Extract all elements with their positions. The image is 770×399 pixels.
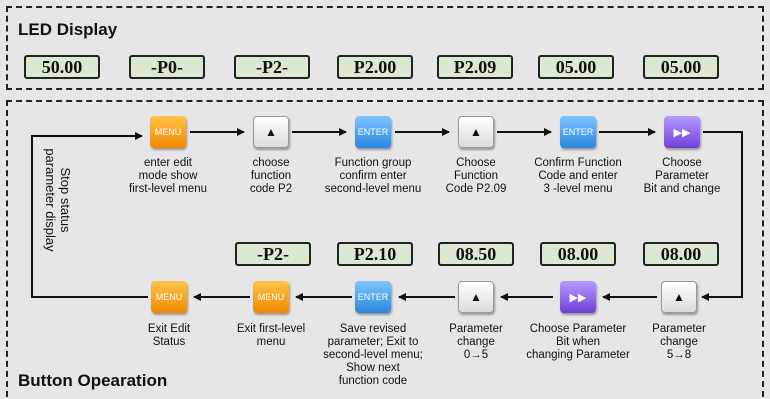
caption-bottom-3: Save revised parameter; Exit to second-l… [323, 323, 423, 387]
caption-bottom-1: Exit Edit Status [147, 323, 191, 348]
led-bottom-4: 08.00 [540, 242, 616, 266]
enter-button-save[interactable]: ENTER [355, 281, 391, 313]
led-value-2: -P0- [129, 55, 205, 79]
caption-top-3: Function group confirm enter second-leve… [324, 157, 422, 195]
arrow-right-loop [701, 131, 743, 301]
return-arrow [31, 132, 148, 298]
led-value-7: 05.00 [643, 55, 719, 79]
up-button-choose-p2[interactable]: ▲ [253, 116, 289, 148]
shift-button-choose-bit-changing[interactable]: ▶▶ [560, 281, 596, 313]
led-value-1: 50.00 [24, 55, 100, 79]
caption-top-4: Choose Function Code P2.09 [445, 157, 507, 195]
led-value-6: 05.00 [538, 55, 614, 79]
button-operation-heading: Button Opearation [18, 371, 168, 390]
enter-button-confirm-code[interactable]: ENTER [560, 116, 596, 148]
caption-top-2: choose function code P2 [249, 157, 293, 195]
button-operation-panel [6, 100, 764, 397]
led-value-5: P2.09 [437, 55, 513, 79]
caption-top-6: Choose Parameter Bit and change [643, 157, 721, 195]
led-bottom-3: 08.50 [438, 242, 514, 266]
caption-bottom-6: Parameter change 5→8 [652, 323, 706, 361]
shift-button-choose-bit[interactable]: ▶▶ [664, 116, 700, 148]
menu-button-exit-edit[interactable]: MENU [151, 281, 187, 313]
led-bottom-1: -P2- [235, 242, 311, 266]
caption-bottom-4: Parameter change 0→5 [449, 323, 503, 361]
up-button-choose-p209[interactable]: ▲ [458, 116, 494, 148]
up-button-change-0-5[interactable]: ▲ [458, 281, 494, 313]
led-display-heading: LED Display [18, 20, 118, 39]
led-bottom-5: 08.00 [643, 242, 719, 266]
led-bottom-2: P2.10 [337, 242, 413, 266]
caption-top-5: Confirm Function Code and enter 3 -level… [534, 157, 622, 195]
led-value-4: P2.00 [337, 55, 413, 79]
caption-bottom-2: Exit first-level menu [236, 323, 306, 348]
up-button-change-5-8[interactable]: ▲ [661, 281, 697, 313]
enter-button-group-confirm[interactable]: ENTER [355, 116, 391, 148]
menu-button-exit-first-level[interactable]: MENU [253, 281, 289, 313]
stop-status-label: Stop status parameter display [43, 148, 73, 252]
menu-button-enter-edit[interactable]: MENU [150, 116, 186, 148]
led-display-panel [6, 6, 764, 90]
caption-top-1: enter edit mode show first-level menu [129, 157, 207, 195]
led-value-3: -P2- [234, 55, 310, 79]
caption-bottom-5: Choose Parameter Bit when changing Param… [526, 323, 630, 361]
